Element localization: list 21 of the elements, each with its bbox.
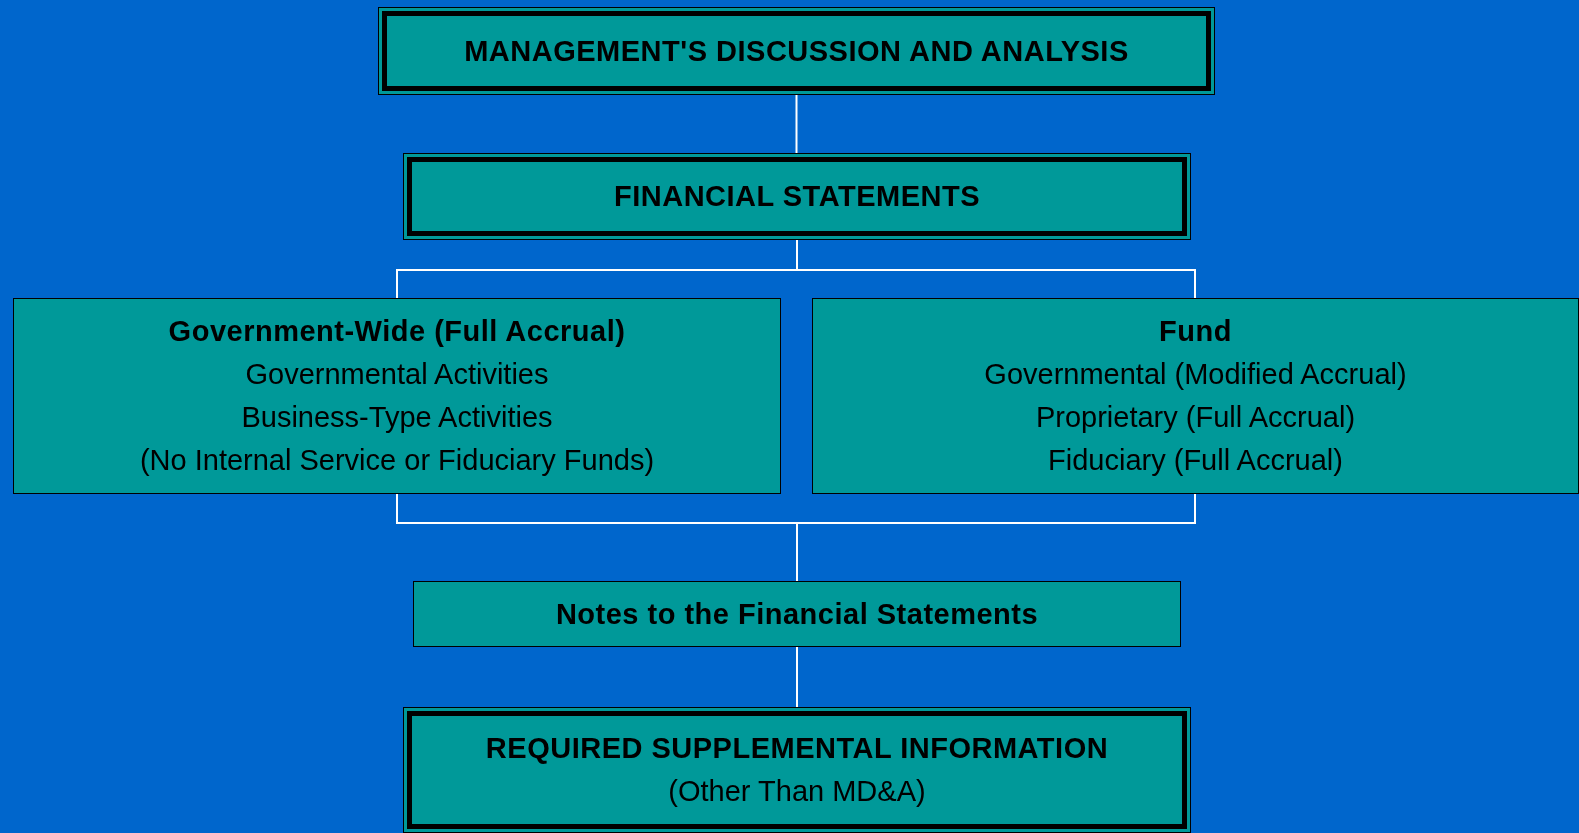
- box-text: Business-Type Activities: [241, 400, 553, 435]
- box-title: MANAGEMENT'S DISCUSSION AND ANALYSIS: [464, 33, 1129, 69]
- box-text: Fiduciary (Full Accrual): [1048, 443, 1343, 478]
- connector-line: [795, 94, 798, 154]
- box-text: Proprietary (Full Accrual): [1035, 400, 1356, 435]
- heading-box: [403, 707, 1191, 833]
- box-title: FINANCIAL STATEMENTS: [613, 179, 980, 214]
- connector-line: [796, 646, 798, 708]
- heading-box: [403, 153, 1191, 240]
- box-title: Government-Wide (Full Accrual): [168, 314, 626, 349]
- box-text: (Other Than MD&A): [668, 774, 926, 809]
- box-title: Notes to the Financial Statements: [555, 596, 1039, 632]
- statement-box: [13, 298, 781, 494]
- statement-box: [812, 298, 1579, 494]
- box-text: Governmental (Modified Accrual): [984, 357, 1407, 392]
- box-text: Governmental Activities: [245, 357, 549, 392]
- heading-box: [378, 7, 1215, 95]
- box-title: REQUIRED SUPPLEMENTAL INFORMATION: [485, 731, 1109, 766]
- box-title: Fund: [1159, 314, 1232, 349]
- notes-box: [413, 581, 1181, 647]
- box-text: (No Internal Service or Fiduciary Funds): [139, 443, 655, 478]
